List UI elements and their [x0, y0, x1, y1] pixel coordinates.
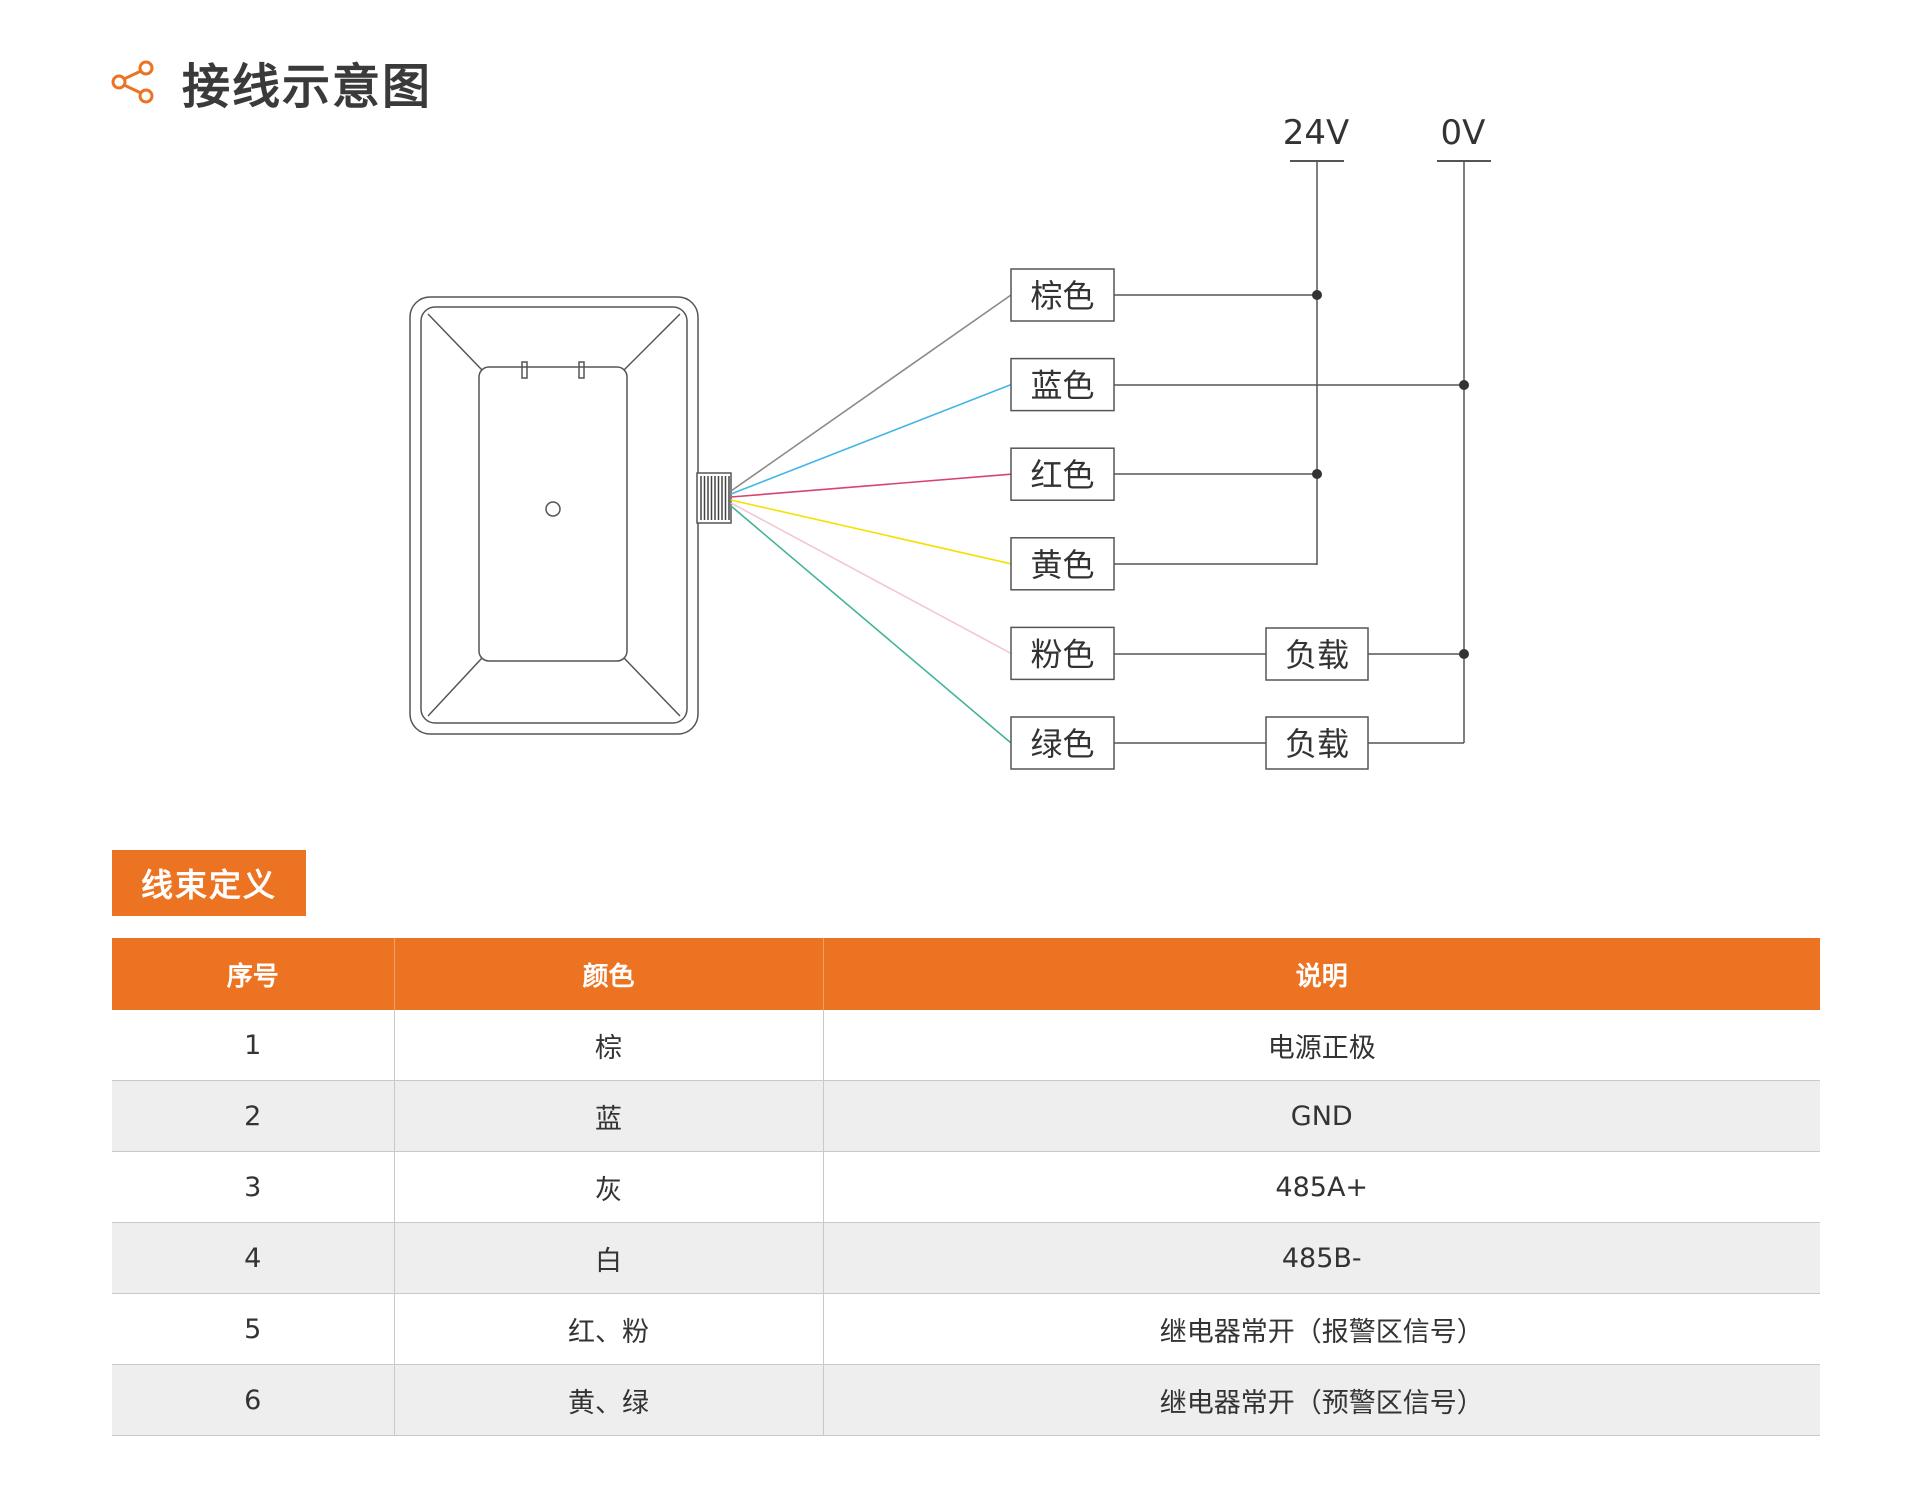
rail-0v: 0V [1437, 113, 1491, 743]
load-label-2: 负载 [1285, 725, 1349, 763]
table-row: 1 棕 电源正极 [112, 1010, 1820, 1081]
cable-connector [696, 472, 732, 524]
load-label-1: 负载 [1285, 636, 1349, 674]
table-row: 3 灰 485A+ [112, 1151, 1820, 1223]
cell-color: 黄、绿 [393, 1364, 823, 1436]
wire-6-label-box: 绿色 [1010, 716, 1115, 770]
cell-index: 5 [112, 1293, 394, 1365]
cell-index: 3 [112, 1151, 394, 1223]
header-index: 序号 [112, 938, 394, 1010]
wire-5-line [730, 502, 1012, 655]
junction-dots [1312, 290, 1469, 659]
wire-4-label: 黄色 [1030, 546, 1094, 584]
sensor-device [409, 296, 699, 735]
cell-description: 继电器常开（报警区信号） [822, 1293, 1820, 1365]
wire-4-line [730, 499, 1012, 565]
cell-description: 电源正极 [822, 1010, 1820, 1081]
table-row: 2 蓝 GND [112, 1080, 1820, 1152]
wire-2-label: 蓝色 [1030, 367, 1094, 405]
wire-1-line [730, 294, 1012, 492]
wire-3-line [730, 473, 1012, 498]
cell-description: 485B- [822, 1222, 1820, 1294]
table-header-row: 序号 颜色 说明 [112, 938, 1820, 1010]
wire-1-label-box: 棕色 [1010, 268, 1115, 322]
cell-color: 白 [393, 1222, 823, 1294]
section-title-harness: 线束定义 [112, 850, 306, 916]
cell-color: 蓝 [393, 1080, 823, 1152]
wire-1-label: 棕色 [1030, 277, 1094, 315]
header-color: 颜色 [393, 938, 823, 1010]
cell-index: 4 [112, 1222, 394, 1294]
rail-0v-label: 0V [1441, 113, 1486, 153]
cell-index: 1 [112, 1010, 394, 1081]
wire-3-label: 红色 [1030, 456, 1094, 494]
wire-6-label: 绿色 [1030, 725, 1094, 763]
rail-24v: 24V [1283, 113, 1350, 565]
wire-6-line [730, 505, 1012, 744]
wire-3-label-box: 红色 [1010, 447, 1115, 501]
load-box-1: 负载 [1265, 627, 1369, 681]
wire-definition-table: 序号 颜色 说明 1 棕 电源正极 2 蓝 GND 3 灰 485A+ 4 白 … [112, 938, 1820, 1436]
cell-index: 2 [112, 1080, 394, 1152]
table-row: 6 黄、绿 继电器常开（预警区信号） [112, 1364, 1820, 1436]
wire-2-label-box: 蓝色 [1010, 357, 1115, 412]
rail-24v-label: 24V [1283, 113, 1350, 153]
page-title: 接线示意图 [182, 59, 433, 115]
wire-4-label-box: 黄色 [1010, 537, 1115, 591]
wire-5-label-box: 粉色 [1010, 626, 1115, 681]
cell-description: GND [822, 1080, 1820, 1152]
cell-color: 红、粉 [393, 1293, 823, 1365]
wire-5-label: 粉色 [1030, 635, 1094, 673]
table-row: 4 白 485B- [112, 1222, 1820, 1294]
load-box-2: 负载 [1265, 716, 1369, 770]
table-row: 5 红、粉 继电器常开（报警区信号） [112, 1293, 1820, 1365]
wire-2-line [730, 383, 1012, 495]
cell-description: 继电器常开（预警区信号） [822, 1364, 1820, 1436]
cell-color: 棕 [393, 1010, 823, 1081]
page-header: 接线示意图 [108, 52, 432, 115]
cell-description: 485A+ [822, 1151, 1820, 1223]
cell-index: 6 [112, 1364, 394, 1436]
cell-color: 灰 [393, 1151, 823, 1223]
share-icon [111, 60, 154, 104]
header-description: 说明 [822, 938, 1820, 1010]
